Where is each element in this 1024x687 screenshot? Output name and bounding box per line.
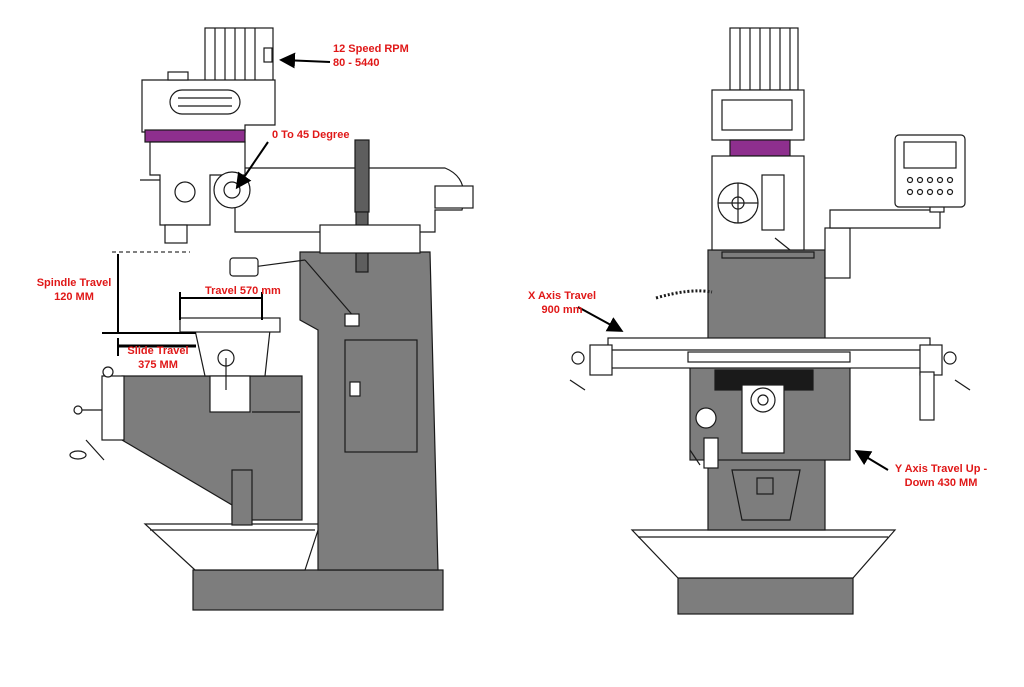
tilt-arrow [235,141,269,190]
x-axis-label: X Axis Travel 900 mm [512,289,612,317]
y-axis-line1: Y Axis Travel Up - [894,463,988,475]
y-axis-arrow [854,449,889,471]
side-accent-band [144,129,246,143]
side-base [192,569,444,611]
side-table [179,317,281,333]
x-axis-arrow [577,306,624,332]
front-dro-arm [829,209,941,229]
front-saddle [687,351,851,363]
tilt-label: 0 To 45 Degree [272,129,350,141]
annotation-arrows [102,52,889,471]
side-head [149,141,246,226]
side-ram [234,167,465,233]
front-accent-band [729,139,791,157]
side-chip-tray [143,523,321,571]
side-ram-clamp [354,139,370,213]
slide-travel-line2: 375 MM [138,359,178,371]
spindle-travel-label: Spindle Travel 120 MM [34,276,114,304]
slide-travel-label: Slide Travel 375 MM [118,344,198,372]
y-axis-label: Y Axis Travel Up - Down 430 MM [886,462,996,490]
x-axis-line1: X Axis Travel [527,290,597,302]
speed-arrow [279,52,331,69]
front-base [677,577,854,615]
travel-570-label: Travel 570 mm [205,285,281,297]
y-axis-line2: Down 430 MM [904,477,978,489]
side-view [69,27,474,611]
speed-label-line2: 80 - 5440 [333,57,380,69]
slide-travel-line1: Slide Travel [127,345,189,357]
spindle-travel-line1: Spindle Travel [36,277,112,289]
x-axis-line2: 900 mm [541,304,583,316]
front-motor [729,27,799,91]
speed-label-line1: 12 Speed RPM [333,43,409,55]
front-view [569,27,971,615]
spindle-travel-line2: 120 MM [54,291,94,303]
speed-label: 12 Speed RPM 80 - 5440 [333,42,409,70]
front-column-upper [707,249,826,343]
